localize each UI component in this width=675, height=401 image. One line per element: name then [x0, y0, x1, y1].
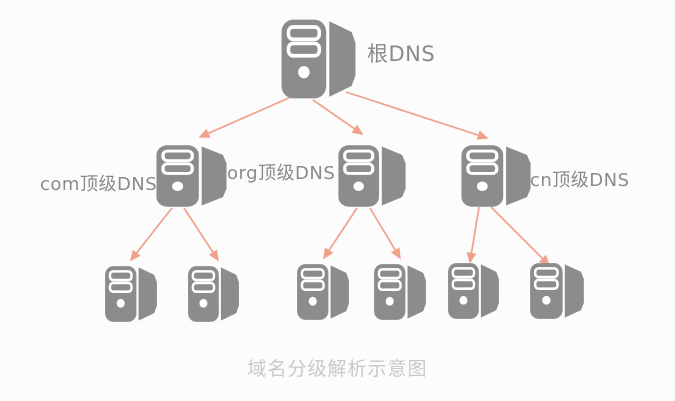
root-dns-server-icon — [280, 18, 357, 100]
root-dns-label: 根DNS — [367, 42, 436, 66]
leaf-server-icon-2 — [187, 265, 240, 323]
diagram-caption: 域名分级解析示意图 — [247, 358, 428, 380]
cn-tld-label: cn顶级DNS — [530, 170, 630, 191]
leaf-server-icon-3 — [296, 263, 350, 321]
arrow-org-to-leaf-4 — [369, 207, 401, 260]
arrow-root-to-cn — [345, 91, 489, 140]
arrow-cn-to-leaf-6 — [490, 206, 551, 267]
org-tld-label: org顶级DNS — [227, 163, 336, 184]
arrow-root-to-org — [312, 99, 364, 135]
leaf-server-icon-1 — [104, 265, 158, 323]
cn-tld-server-icon — [460, 144, 532, 208]
leaf-server-icon-4 — [373, 263, 427, 321]
arrow-org-to-leaf-3 — [323, 207, 358, 260]
com-tld-label: com顶级DNS — [40, 174, 158, 195]
arrow-cn-to-leaf-5 — [466, 206, 480, 264]
com-tld-server-icon — [155, 144, 228, 208]
arrow-com-to-leaf-1 — [129, 207, 173, 262]
arrow-com-to-leaf-2 — [183, 207, 219, 262]
leaf-server-icon-6 — [529, 262, 585, 320]
leaf-server-icon-5 — [447, 262, 500, 320]
org-tld-server-icon — [337, 144, 407, 208]
arrow-root-to-com — [198, 96, 292, 138]
